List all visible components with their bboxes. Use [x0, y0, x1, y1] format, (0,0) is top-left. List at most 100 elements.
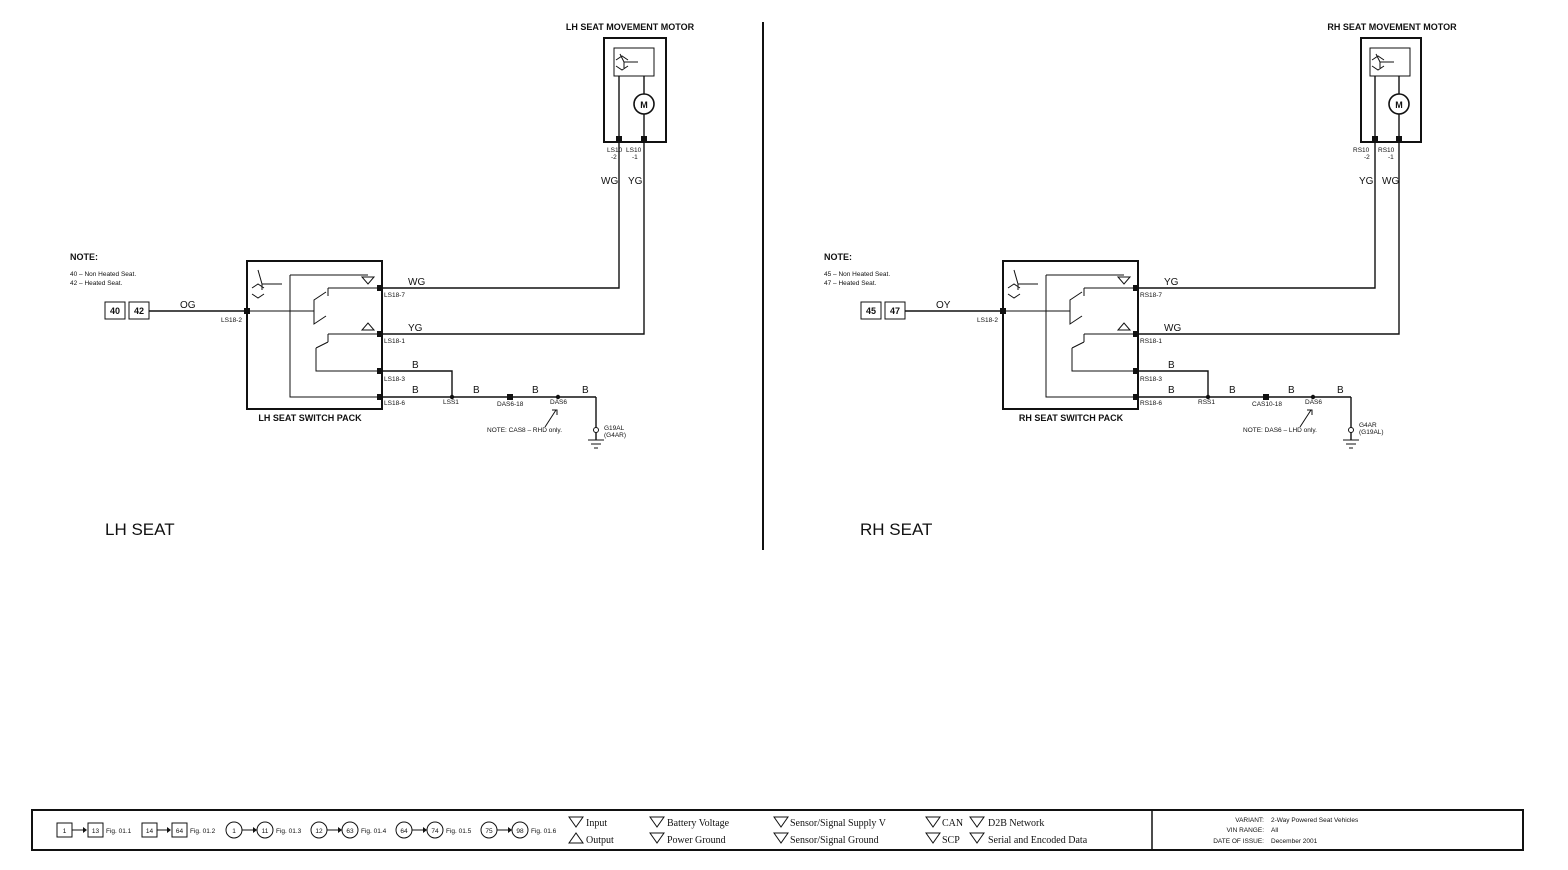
- lh-ground-icon: [588, 439, 604, 449]
- rh-motor-pin-b: [1396, 136, 1402, 142]
- rh-note-title: NOTE:: [824, 252, 852, 262]
- fig-ref-2-from: 14: [146, 828, 154, 835]
- legend-sensor-supply: Sensor/Signal Supply V: [790, 818, 887, 829]
- lh-note-line1: 40 – Non Heated Seat.: [70, 271, 136, 278]
- lh-pin7-label: LS18-7: [384, 292, 405, 299]
- rh-splice-label: RSS1: [1198, 399, 1215, 406]
- rh-motor-box: [1360, 37, 1422, 143]
- legend-d2b: D2B Network: [988, 818, 1044, 829]
- legend-bar: 1 13 Fig. 01.1 14 64 Fig. 01.2 1 11 Fig.…: [31, 809, 1524, 851]
- lh-motor-wire-a: WG: [601, 176, 618, 187]
- fig-ref-6-from: 75: [485, 828, 493, 835]
- rh-wire6d-label: B: [1337, 385, 1344, 396]
- fig-ref-5-label: Fig. 01.5: [446, 828, 472, 835]
- rh-wire6c-label: B: [1288, 385, 1295, 396]
- lh-motor-seat-icon-frame: [613, 47, 655, 77]
- rh-ref-b: 47: [890, 306, 900, 316]
- rh-switch-box: [1002, 260, 1139, 410]
- lh-switch-down-arrow: [360, 276, 376, 285]
- legend-can: CAN: [942, 818, 963, 829]
- lh-pin6-label: LS18-6: [384, 400, 405, 407]
- rh-pin1-label: RS18-1: [1140, 338, 1162, 345]
- rh-motor-icon: [1388, 93, 1410, 115]
- date-label: DATE OF ISSUE:: [1213, 838, 1264, 845]
- lh-wire6a-label: B: [412, 385, 419, 396]
- rh-splice-dot: [1205, 394, 1211, 400]
- rh-wire3-label: B: [1168, 360, 1175, 371]
- rh-conn2-label: DAS6: [1305, 399, 1322, 406]
- lh-conn1-label: DAS6-18: [497, 401, 524, 408]
- rh-input-pin: LS18-2: [977, 317, 998, 324]
- legend-power-ground: Power Ground: [667, 835, 726, 846]
- fig-ref-1-to-box: [87, 822, 104, 838]
- fig-ref-4: 12 63 Fig. 01.4: [310, 821, 387, 839]
- lh-wire-yg: [380, 142, 645, 335]
- variant-label: VARIANT:: [1235, 817, 1264, 824]
- rh-section-title: RH SEAT: [860, 520, 932, 539]
- lh-motor-icon: [633, 93, 655, 115]
- rh-wire6a-label: B: [1168, 385, 1175, 396]
- lh-pin1: [377, 331, 383, 337]
- fig-ref-5: 64 74 Fig. 01.5: [395, 821, 472, 839]
- battery-voltage-icon: [649, 816, 665, 828]
- rh-motor-pin-b-num: -1: [1388, 154, 1394, 161]
- fig-ref-5-to: 74: [431, 828, 439, 835]
- d2b-icon: [969, 816, 985, 828]
- lh-wire-b3: [380, 370, 453, 397]
- rh-wire-wg: [1136, 142, 1400, 335]
- lh-wire3-label: B: [412, 360, 419, 371]
- lh-pin3-label: LS18-3: [384, 376, 405, 383]
- fig-ref-2-to: 64: [176, 828, 184, 835]
- fig-ref-4-from: 12: [315, 828, 323, 835]
- lh-conn-note: NOTE: CAS8 – RHD only.: [487, 427, 562, 434]
- fig-ref-3: 1 11 Fig. 01.3: [225, 821, 302, 839]
- vin-label: VIN RANGE:: [1226, 827, 1264, 834]
- lh-ref-b: 42: [134, 306, 144, 316]
- lh-wire7-label: WG: [408, 277, 425, 288]
- lh-input-wire: OG: [180, 300, 196, 311]
- rh-ground-b: (G19AL): [1359, 429, 1384, 436]
- fig-ref-6-to: 98: [516, 828, 524, 835]
- rh-switch-internal: [1004, 274, 1136, 398]
- lh-motor-seat-icon: [615, 53, 638, 71]
- fig-ref-2-label: Fig. 01.2: [190, 828, 216, 835]
- legend-output: Output: [586, 835, 614, 846]
- lh-splice-label: LSS1: [443, 399, 459, 406]
- lh-wire6c-label: B: [532, 385, 539, 396]
- rh-conn2: [1310, 394, 1316, 400]
- lh-pin2: [244, 308, 250, 314]
- fig-ref-6: 75 98 Fig. 01.6: [480, 821, 557, 839]
- rh-conn1: [1263, 394, 1269, 400]
- lh-motor-pin-b-num: -1: [632, 154, 638, 161]
- rh-pin7: [1133, 285, 1139, 291]
- lh-wire1-label: YG: [408, 323, 423, 334]
- lh-motor-title: LH SEAT MOVEMENT MOTOR: [566, 22, 695, 32]
- lh-conn2-label: DAS6: [550, 399, 567, 406]
- lh-switch-internal: [248, 274, 380, 398]
- legend-scp: SCP: [942, 835, 960, 846]
- rh-ground-eyelet: [1348, 427, 1354, 433]
- fig-ref-3-from: 1: [232, 828, 236, 835]
- lh-ground-b: (G4AR): [604, 432, 626, 439]
- lh-ground-a: G19AL: [604, 425, 625, 432]
- rh-pin1: [1133, 331, 1139, 337]
- fig-ref-2: 14 64 Fig. 01.2: [141, 822, 216, 838]
- fig-ref-2-to-box: [171, 822, 188, 838]
- rh-wire7-label: YG: [1164, 277, 1179, 288]
- rh-wire6b-label: B: [1229, 385, 1236, 396]
- fig-ref-1-from: 1: [63, 828, 67, 835]
- lh-motor-pin-a: [616, 136, 622, 142]
- rh-ground-icon: [1343, 439, 1359, 449]
- rh-conn1-label: CAS10-18: [1252, 401, 1282, 408]
- rh-conn-arrow: [1299, 409, 1313, 428]
- rh-pin2: [1000, 308, 1006, 314]
- rh-input-wire: OY: [936, 300, 951, 311]
- rh-motor-seat-icon-frame: [1369, 47, 1411, 77]
- rh-motor-m: M: [1395, 100, 1403, 110]
- rh-wire-yg: [1136, 142, 1376, 289]
- rh-conn-note: NOTE: DAS6 – LHD only.: [1243, 427, 1317, 434]
- rh-note-line1: 45 – Non Heated Seat.: [824, 271, 890, 278]
- lh-note-title: NOTE:: [70, 252, 98, 262]
- lh-section-title: LH SEAT: [105, 520, 175, 539]
